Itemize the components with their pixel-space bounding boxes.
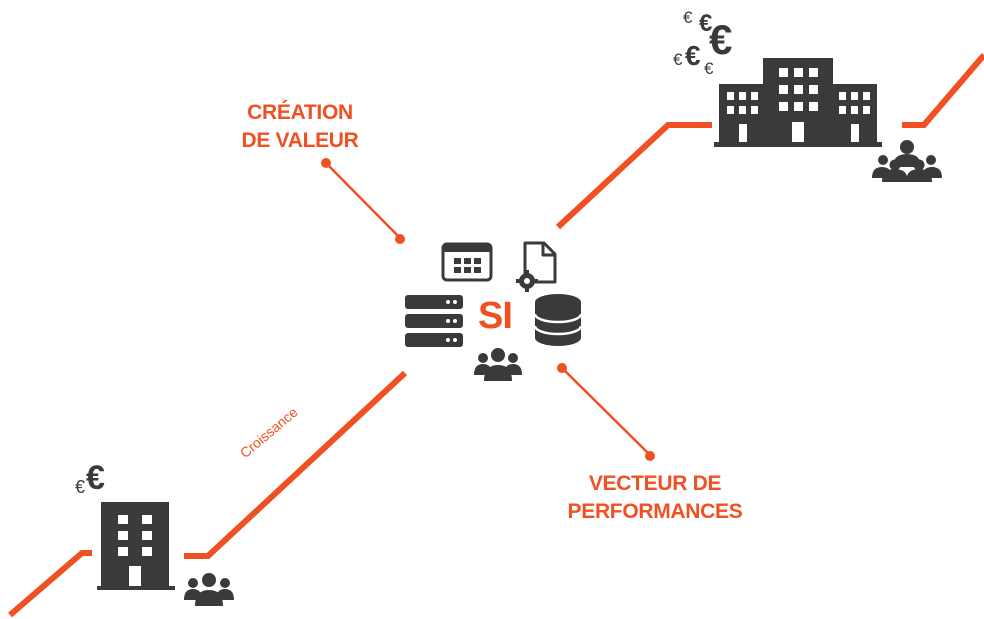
creation-label-line2: DE VALEUR xyxy=(241,129,359,152)
connector-vecteur xyxy=(561,367,651,456)
euro-icon: € xyxy=(86,459,105,497)
growth-path xyxy=(8,53,984,618)
app-window-icon xyxy=(441,242,493,282)
euro-icon: € xyxy=(685,40,701,71)
creation-label-line1: CRÉATION xyxy=(247,101,353,124)
euro-icon: € xyxy=(683,8,693,27)
si-label: SI xyxy=(478,295,513,337)
small-building-icon xyxy=(97,502,175,590)
server-rack-icon xyxy=(405,295,463,347)
vecteur-label-line2: PERFORMANCES xyxy=(567,500,743,523)
vecteur-de-performances-label: VECTEUR DE PERFORMANCES xyxy=(560,470,750,526)
euro-icon: € xyxy=(699,10,713,37)
growth-path-mid-high xyxy=(555,122,712,230)
connectors xyxy=(321,158,655,461)
people-group-icon xyxy=(184,573,234,606)
growth-path-mid-low xyxy=(184,370,408,559)
euro-icon: € xyxy=(704,59,714,78)
euro-icon: € xyxy=(75,477,86,497)
connector-creation xyxy=(325,162,401,239)
growth-path-start xyxy=(8,550,92,618)
document-gear-icon xyxy=(516,241,557,292)
connector-dot xyxy=(557,363,567,373)
large-building-icon xyxy=(714,58,882,147)
euro-icon: € xyxy=(673,50,683,69)
connector-dot xyxy=(321,158,331,168)
connector-dot xyxy=(395,234,405,244)
connector-dot xyxy=(645,451,655,461)
growth-path-end xyxy=(902,53,984,128)
euro-icon: € xyxy=(709,16,733,63)
people-group-icon xyxy=(872,140,942,182)
database-icon xyxy=(533,294,583,346)
vecteur-label-line1: VECTEUR DE xyxy=(588,472,722,495)
people-group-icon xyxy=(474,348,522,381)
creation-de-valeur-label: CRÉATION DE VALEUR xyxy=(232,99,368,155)
